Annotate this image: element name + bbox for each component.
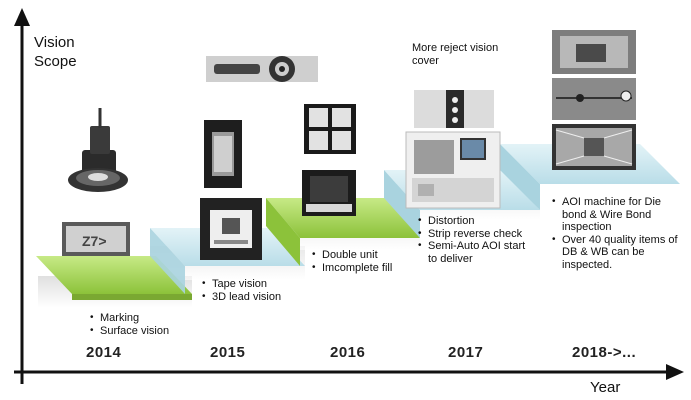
stage-2018-items: AOI machine for Die bond & Wire Bond ins… xyxy=(552,196,686,271)
list-item: Over 40 quality items of DB & WB can be … xyxy=(552,234,686,272)
stage-2014-items: Marking Surface vision xyxy=(90,312,210,337)
step-2014 xyxy=(36,256,192,300)
y-axis-title: Vision Scope xyxy=(34,33,77,71)
year-label-2018: 2018->... xyxy=(572,344,637,361)
list-item: Marking xyxy=(90,312,210,325)
lead-frame-image-icon xyxy=(552,124,636,170)
stage-2016-items: Double unit Imcomplete fill xyxy=(312,249,422,274)
double-unit-icon xyxy=(304,104,356,154)
year-label-2016: 2016 xyxy=(330,344,366,361)
year-label-2015: 2015 xyxy=(210,344,246,361)
list-item: Surface vision xyxy=(90,325,210,338)
lead-unit-icon xyxy=(200,198,262,260)
lens-icon xyxy=(206,56,318,82)
y-axis-title-line2: Scope xyxy=(34,53,77,70)
year-label-2017: 2017 xyxy=(448,344,484,361)
stage-2017-items: Distortion Strip reverse check Semi-Auto… xyxy=(418,215,526,265)
list-item: AOI machine for Die bond & Wire Bond ins… xyxy=(552,196,686,234)
aoi-machine-icon xyxy=(405,131,501,209)
x-axis-title: Year xyxy=(590,379,621,396)
die-bond-image-icon xyxy=(552,30,636,74)
list-item: Tape vision xyxy=(202,278,322,291)
list-item: Semi-Auto AOI start to deliver xyxy=(418,240,526,265)
stage-2015-items: Tape vision 3D lead vision xyxy=(202,278,322,303)
marked-chip-icon: Z7> xyxy=(62,222,130,256)
stage-2017-note: More reject vision cover xyxy=(412,42,499,67)
wire-bond-image-icon xyxy=(552,78,636,120)
list-item: Distortion xyxy=(418,215,526,228)
list-item: Double unit xyxy=(312,249,422,262)
camera-icon xyxy=(68,108,128,192)
axes xyxy=(14,8,684,384)
list-item: 3D lead vision xyxy=(202,291,322,304)
list-item: Imcomplete fill xyxy=(312,262,422,275)
year-label-2014: 2014 xyxy=(86,344,122,361)
y-axis-title-line1: Vision xyxy=(34,34,75,51)
tape-pocket-icon xyxy=(204,120,242,188)
svg-text:Z7>: Z7> xyxy=(82,233,107,249)
strip-icon xyxy=(414,90,494,128)
incomplete-fill-icon xyxy=(302,170,356,216)
list-item: Strip reverse check xyxy=(418,228,526,241)
